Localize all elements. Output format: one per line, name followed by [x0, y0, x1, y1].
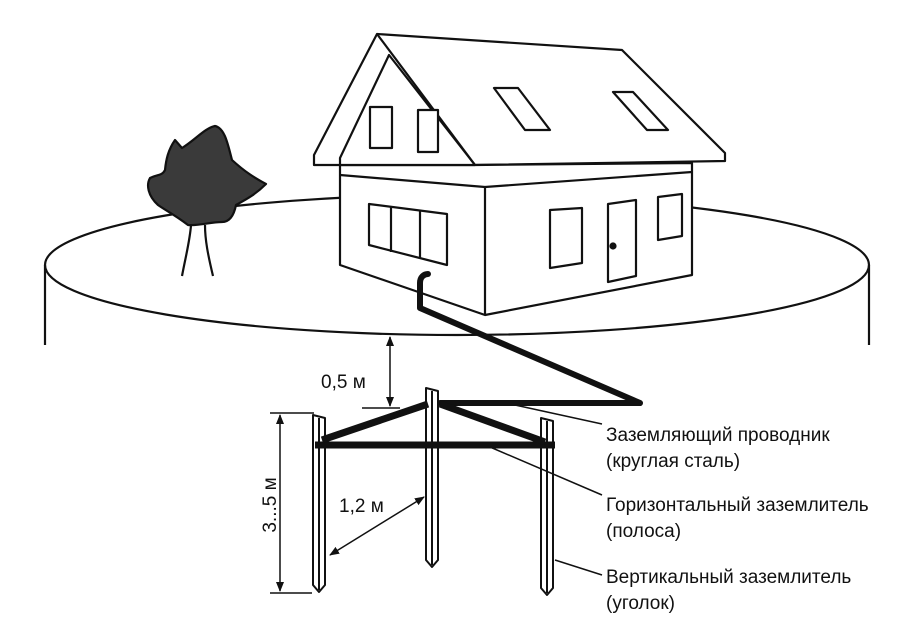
side-window — [656, 192, 684, 242]
skylight — [492, 86, 552, 132]
depth-label: 0,5 м — [321, 372, 366, 393]
rod-length-label: 3...5 м — [260, 477, 281, 532]
grounding-conductor — [417, 271, 643, 406]
horizontal-electrode — [315, 400, 555, 449]
spacing-label: 1,2 м — [339, 496, 384, 517]
house — [312, 32, 727, 317]
horizontal-sublabel: (полоса) — [606, 521, 681, 542]
vertical-sublabel: (уголок) — [606, 593, 675, 614]
gable-window — [416, 108, 440, 154]
gable-window — [368, 105, 394, 150]
conductor-label: Заземляющий проводник — [606, 425, 830, 446]
vertical-electrodes — [312, 387, 554, 596]
conductor-sublabel: (круглая сталь) — [606, 451, 740, 472]
tree-icon — [147, 124, 268, 277]
dimension-lines — [270, 336, 603, 594]
horizontal-label: Горизонтальный заземлитель — [606, 495, 869, 516]
vertical-label: Вертикальный заземлитель — [606, 567, 851, 588]
skylight — [611, 90, 670, 132]
side-window — [548, 206, 584, 270]
door — [606, 198, 638, 284]
